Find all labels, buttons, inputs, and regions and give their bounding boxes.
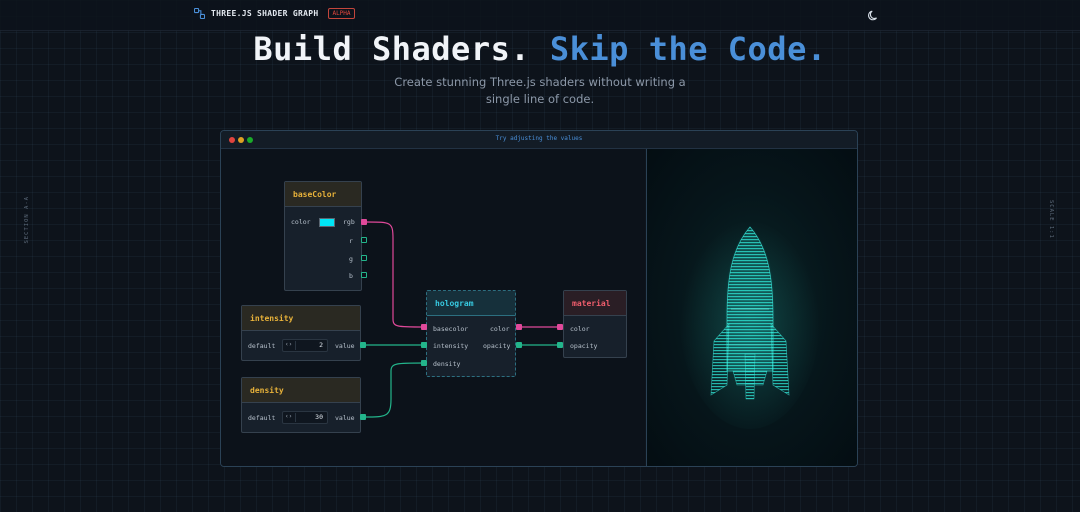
node-basecolor[interactable]: baseColor color rgb r g b — [284, 181, 362, 291]
stepper-arrows-icon[interactable]: ‹› — [285, 413, 293, 420]
node-material[interactable]: material color opacity — [563, 290, 627, 358]
moon-icon[interactable] — [867, 8, 881, 22]
section-label: SECTION A-A — [24, 196, 30, 244]
port-opacity-in[interactable] — [557, 342, 563, 348]
output-color: color — [490, 325, 510, 333]
input-intensity: intensity — [433, 342, 469, 350]
default-label: default — [248, 342, 276, 350]
port-basecolor-in[interactable] — [421, 324, 427, 330]
maximize-dot[interactable] — [247, 137, 253, 143]
hero-title-main: Build Shaders. — [253, 30, 531, 68]
hologram-rocket-icon — [680, 209, 820, 429]
port-color-in[interactable] — [557, 324, 563, 330]
node-title: intensity — [242, 306, 360, 331]
port-b-out[interactable] — [361, 272, 367, 278]
stepper-divider — [295, 413, 296, 422]
color-label: color — [291, 218, 311, 226]
port-intensity-in[interactable] — [421, 342, 427, 348]
port-rgb-out[interactable] — [361, 219, 367, 225]
density-stepper[interactable]: ‹› 30 — [282, 411, 328, 424]
demo-window: Try adjusting the values baseColor color… — [220, 130, 858, 467]
node-title: density — [242, 378, 360, 403]
input-opacity: opacity — [570, 342, 598, 350]
output-b: b — [349, 272, 353, 280]
output-value: value — [335, 342, 355, 350]
stepper-arrows-icon[interactable]: ‹› — [285, 341, 293, 348]
graph-logo-icon — [194, 8, 205, 19]
wire-density — [363, 362, 425, 418]
intensity-stepper[interactable]: ‹› 2 — [282, 339, 328, 352]
input-basecolor: basecolor — [433, 325, 469, 333]
port-color-out[interactable] — [516, 324, 522, 330]
port-opacity-out[interactable] — [516, 342, 522, 348]
port-density-in[interactable] — [421, 360, 427, 366]
port-g-out[interactable] — [361, 255, 367, 261]
shader-preview[interactable] — [646, 149, 857, 466]
output-opacity: opacity — [483, 342, 511, 350]
node-title: hologram — [427, 291, 515, 316]
input-density: density — [433, 360, 461, 368]
default-label: default — [248, 414, 276, 422]
hero-subtitle: Create stunning Three.js shaders without… — [394, 75, 686, 106]
hero-title-accent: Skip the Code. — [549, 30, 827, 68]
output-value: value — [335, 414, 355, 422]
port-intensity-out[interactable] — [360, 342, 366, 348]
wire-rgb-basecolor — [366, 221, 425, 328]
stepper-divider — [295, 341, 296, 350]
stepper-value[interactable]: 30 — [315, 413, 323, 421]
window-titlebar: Try adjusting the values — [221, 131, 857, 149]
node-density[interactable]: density default ‹› 30 value — [241, 377, 361, 433]
minimize-dot[interactable] — [238, 137, 244, 143]
stepper-value[interactable]: 2 — [319, 341, 323, 349]
window-title: Try adjusting the values — [495, 135, 583, 142]
node-title: material — [564, 291, 626, 316]
output-r: r — [349, 237, 353, 245]
hero-title: Build Shaders. Skip the Code. — [0, 30, 1080, 68]
port-density-out[interactable] — [360, 414, 366, 420]
color-swatch[interactable] — [319, 218, 335, 227]
alpha-badge: ALPHA — [328, 8, 355, 19]
output-rgb: rgb — [343, 218, 355, 226]
brand[interactable]: THREE.JS SHADER GRAPH ALPHA — [194, 8, 355, 19]
node-intensity[interactable]: intensity default ‹› 2 value — [241, 305, 361, 361]
close-dot[interactable] — [229, 137, 235, 143]
port-r-out[interactable] — [361, 237, 367, 243]
scale-label: SCALE 1:1 — [1048, 200, 1054, 239]
brand-name: THREE.JS SHADER GRAPH — [211, 9, 319, 18]
input-color: color — [570, 325, 590, 333]
output-g: g — [349, 255, 353, 263]
node-title: baseColor — [285, 182, 361, 207]
node-hologram[interactable]: hologram basecolor intensity density col… — [426, 290, 516, 377]
node-wires — [363, 221, 563, 418]
node-editor[interactable]: baseColor color rgb r g b intensity defa… — [221, 149, 645, 466]
top-nav: THREE.JS SHADER GRAPH ALPHA — [0, 0, 1080, 31]
